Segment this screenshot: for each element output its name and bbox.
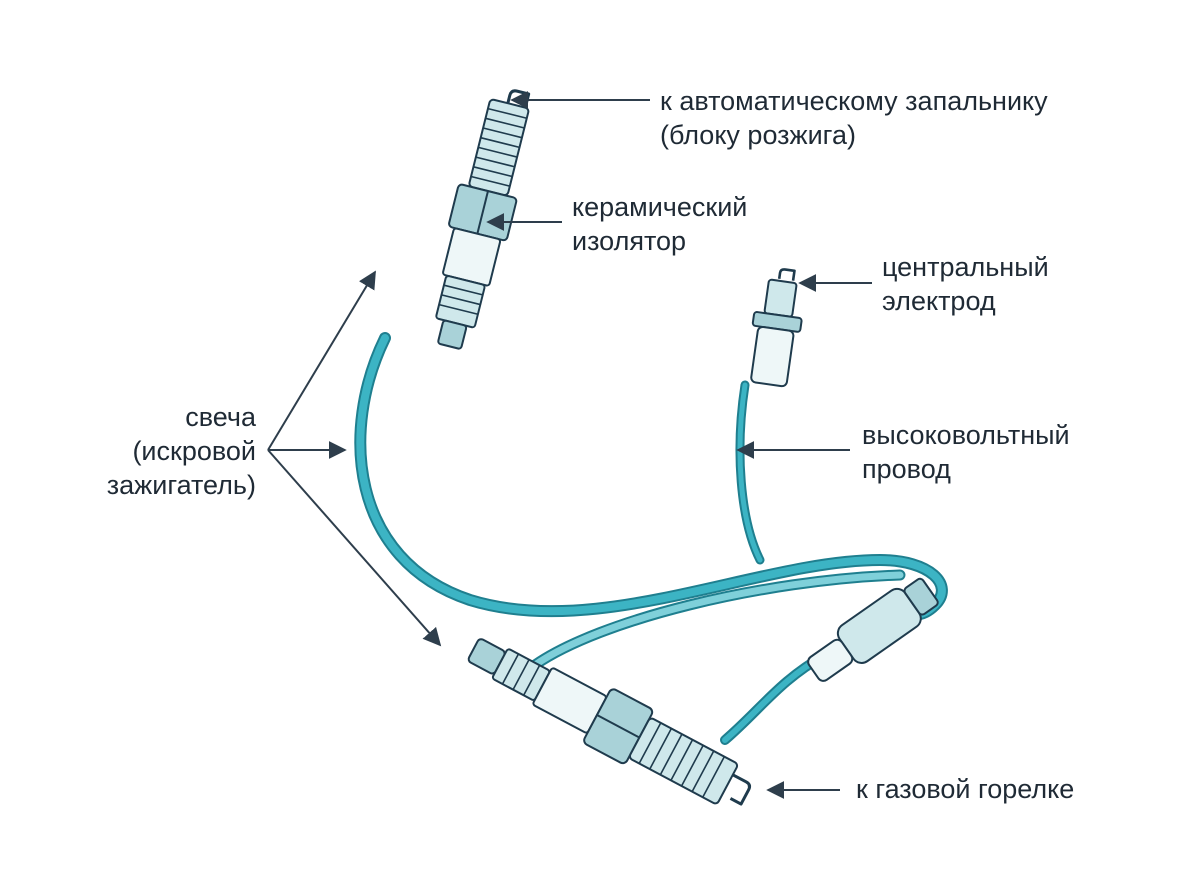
high-voltage-wire — [354, 332, 948, 745]
lower-spark-plug — [467, 638, 752, 806]
label-ceramic-insulator-line1: керамический — [572, 192, 748, 222]
annotation-arrows — [267, 91, 872, 799]
label-ceramic-insulator-line2: изолятор — [572, 226, 687, 256]
arrow-spark-plug-upper — [267, 270, 376, 451]
label-high-voltage-wire-line2: провод — [862, 454, 951, 484]
label-spark-plug-line1: свеча — [185, 402, 256, 432]
label-gas-burner-line1: к газовой горелке — [856, 774, 1075, 804]
label-high-voltage-wire: высоковольтный провод — [862, 418, 1070, 486]
upper-spark-plug — [435, 89, 531, 350]
label-ignitor-unit-line2: (блоку розжига) — [660, 120, 856, 150]
wire-boot — [807, 577, 939, 682]
central-electrode — [750, 268, 803, 388]
label-spark-plug-line2: (искровой — [132, 436, 256, 466]
arrow-spark-plug-lower — [267, 449, 442, 647]
label-ignitor-unit: к автоматическому запальнику (блоку розж… — [660, 84, 1048, 152]
label-central-electrode-line2: электрод — [882, 286, 996, 316]
label-ceramic-insulator: керамический изолятор — [572, 190, 747, 258]
label-spark-plug: свеча (искровой зажигатель) — [60, 400, 256, 502]
label-central-electrode-line1: центральный — [882, 252, 1049, 282]
label-high-voltage-wire-line1: высоковольтный — [862, 420, 1070, 450]
label-gas-burner: к газовой горелке — [856, 772, 1074, 806]
label-ignitor-unit-line1: к автоматическому запальнику — [660, 86, 1048, 116]
label-spark-plug-line3: зажигатель) — [106, 470, 256, 500]
label-central-electrode: центральный электрод — [882, 250, 1049, 318]
